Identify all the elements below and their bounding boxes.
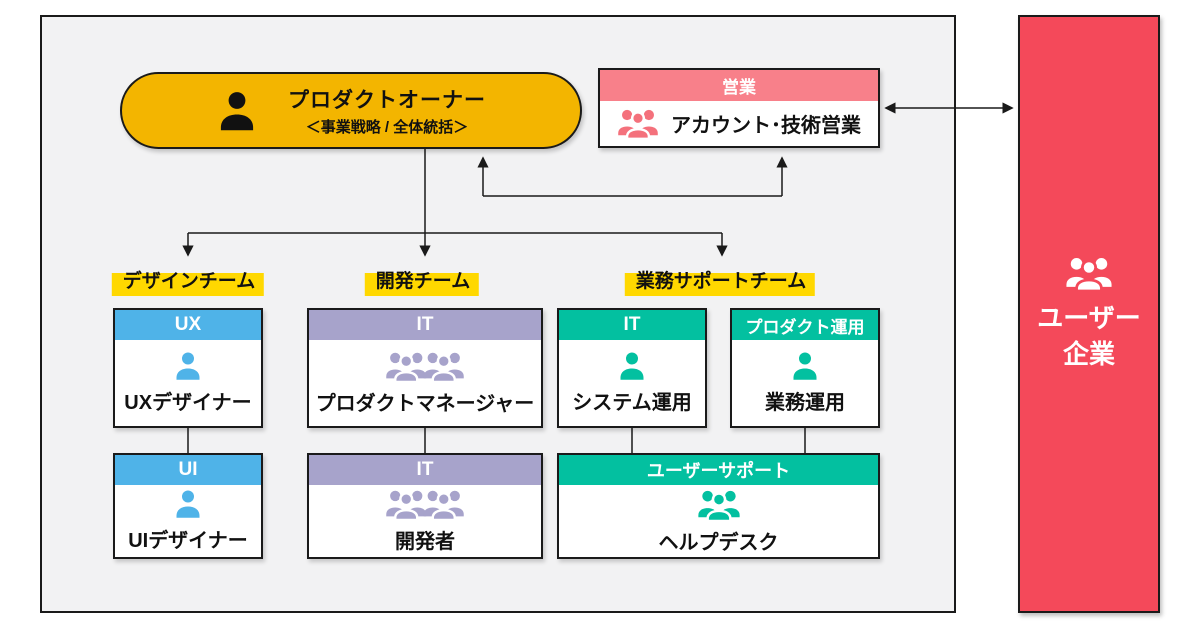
product-owner-subtitle: ＜事業戦略 / 全体統括＞ bbox=[305, 119, 469, 136]
developer-card-header: IT bbox=[309, 455, 541, 485]
person-icon bbox=[220, 91, 254, 130]
ui-card-header: UI bbox=[115, 455, 261, 485]
person-icon bbox=[176, 490, 200, 518]
people-group-icon bbox=[386, 352, 464, 382]
people-icon bbox=[1066, 258, 1112, 292]
product-owner-title: プロダクトオーナー bbox=[288, 89, 486, 112]
people-group-icon bbox=[386, 490, 464, 520]
people-icon bbox=[697, 490, 740, 521]
team-label-support: 業務サポートチーム bbox=[624, 271, 816, 296]
developer-role: 開発者 bbox=[395, 531, 455, 553]
business-ops-role: 業務運用 bbox=[765, 392, 845, 414]
person-icon bbox=[620, 352, 644, 380]
person-icon bbox=[793, 352, 817, 380]
helpdesk-card: ユーザーサポート ヘルプデスク bbox=[557, 453, 880, 559]
people-icon bbox=[618, 109, 658, 139]
business-ops-card: プロダクト運用 業務運用 bbox=[730, 308, 880, 428]
developer-card: IT bbox=[307, 453, 543, 559]
product-manager-role: プロダクトマネージャー bbox=[315, 392, 535, 415]
pm-card-header: IT bbox=[309, 310, 541, 340]
person-icon bbox=[176, 352, 200, 380]
sales-header: 営業 bbox=[600, 70, 878, 101]
user-company-label: ユーザー 企業 bbox=[1037, 303, 1141, 369]
business-ops-header: プロダクト運用 bbox=[732, 310, 878, 340]
product-owner-box: プロダクトオーナー ＜事業戦略 / 全体統括＞ bbox=[120, 72, 582, 149]
user-company-box: ユーザー 企業 bbox=[1018, 15, 1160, 613]
helpdesk-role: ヘルプデスク bbox=[658, 532, 779, 554]
ui-designer-card: UI UIデザイナー bbox=[113, 453, 263, 559]
ux-designer-role: UXデザイナー bbox=[124, 392, 252, 414]
product-manager-card: IT bbox=[307, 308, 543, 428]
ux-designer-card: UX UXデザイナー bbox=[113, 308, 263, 428]
system-ops-header: IT bbox=[559, 310, 705, 340]
team-label-design: デザインチーム bbox=[111, 271, 265, 296]
system-ops-card: IT システム運用 bbox=[557, 308, 707, 428]
sales-box: 営業 アカウント･技術営業 bbox=[598, 68, 880, 148]
team-label-development: 開発チーム bbox=[364, 271, 480, 296]
system-ops-role: システム運用 bbox=[572, 392, 692, 414]
ux-card-header: UX bbox=[115, 310, 261, 340]
ui-designer-role: UIデザイナー bbox=[128, 530, 248, 552]
helpdesk-header: ユーザーサポート bbox=[559, 455, 878, 485]
sales-role: アカウント･技術営業 bbox=[671, 115, 861, 137]
